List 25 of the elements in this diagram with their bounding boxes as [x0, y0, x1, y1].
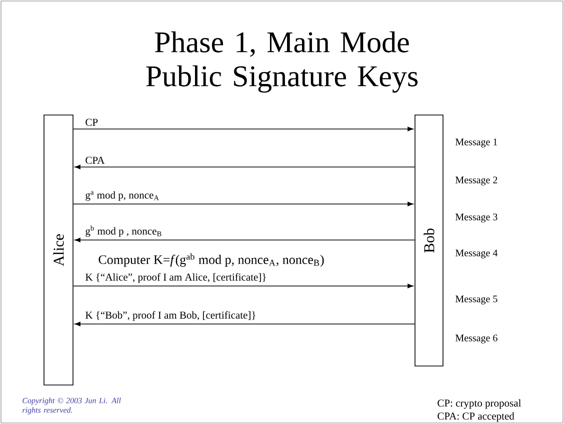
message-label: K {“Alice”, proof I am Alice, [certificate]} — [86, 273, 266, 283]
message-number: Message 2 — [456, 176, 498, 186]
title: Phase 1, Main Mode Public Signature Keys — [146, 31, 418, 93]
arrow — [74, 164, 415, 170]
message-number: Message 4 — [456, 250, 498, 258]
arrow — [73, 126, 414, 132]
message-label: K {“Bob”, proof I am Bob, [certificate]} — [86, 311, 256, 321]
computation-note: Computer K=f(g$^{ab}$ mod p, nonce$_{A}$, nonce$_{B}$) — [98, 253, 324, 267]
arrow — [74, 238, 415, 242]
copyright-note: Copyright © 2003 Jun Li. All rights reserved. — [22, 398, 121, 414]
message-number: Message 5 — [456, 296, 498, 304]
lifeline-box: Alice — [44, 114, 74, 386]
lifeline-box: Bob — [414, 114, 444, 366]
message-label: CP — [86, 118, 98, 126]
legend-note: CPA: CP accepted — [438, 412, 514, 422]
message-label: g$^{a}$ mod p, nonce$_{A}$ — [86, 191, 159, 201]
message-number: Message 1 — [456, 138, 498, 148]
message-number: Message 6 — [456, 334, 498, 344]
message-label: CPA — [86, 156, 105, 164]
message-label: g$^{b}$ mod p , nonce$_{B}$ — [86, 225, 162, 237]
arrow — [74, 322, 415, 326]
arrow — [73, 284, 414, 288]
legend-note: CP: crypto proposal — [438, 399, 521, 409]
message-number: Message 3 — [456, 214, 498, 222]
arrow — [73, 202, 414, 206]
